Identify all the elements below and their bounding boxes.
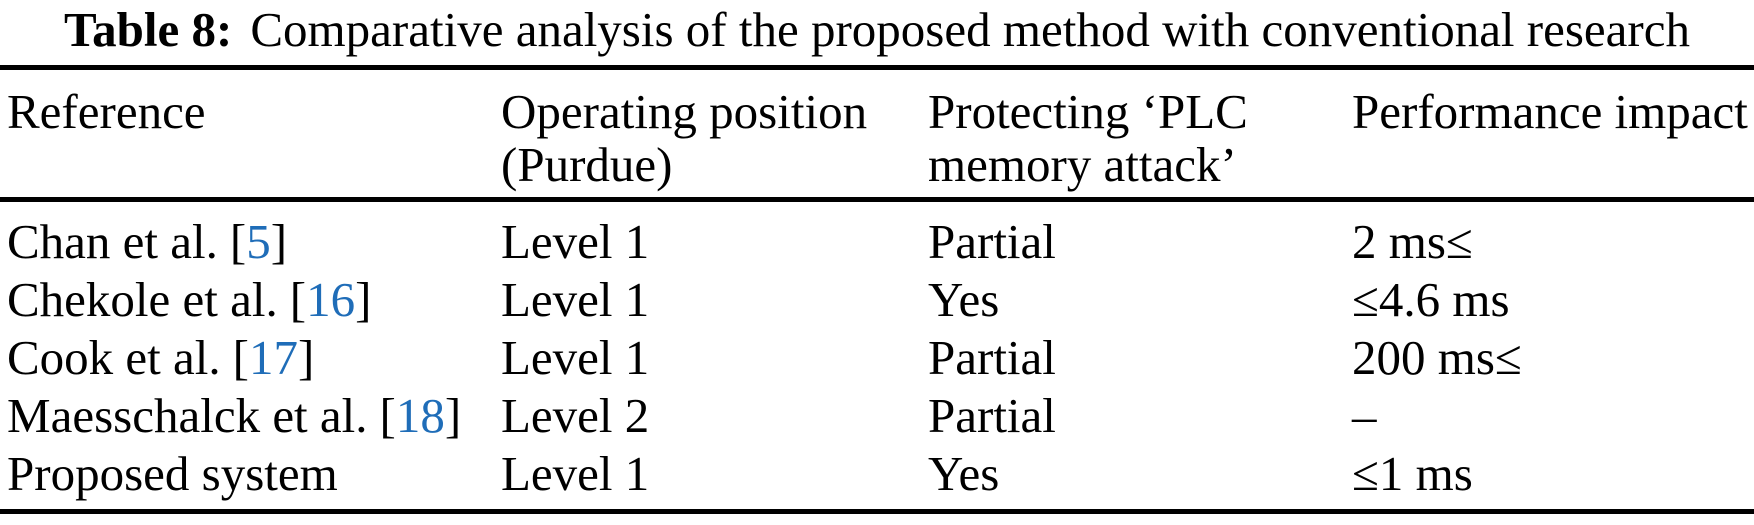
performance-cell: – (1352, 388, 1377, 443)
header-protecting: Protecting ‘PLC memory attack’ (928, 67, 1352, 202)
citation-link[interactable]: 18 (395, 388, 445, 443)
citation-bracket-open: [ (289, 272, 307, 327)
table-caption: Table 8: Comparative analysis of the prop… (0, 0, 1754, 65)
table-row: Chan et al.[5] Level 1 Partial 2 ms≤ (0, 200, 1754, 272)
reference-cell: Chan et al.[5] (0, 200, 501, 272)
header-operating-position: Operating position (Purdue) (501, 67, 928, 202)
table-row: Cook et al.[17] Level 1 Partial 200 ms≤ (0, 329, 1754, 387)
header-reference: Reference (0, 67, 501, 202)
reference-text: Chan et al. (7, 214, 218, 269)
performance-cell: ≤4.6 ms (1352, 272, 1510, 327)
protecting-cell: Yes (928, 446, 1000, 501)
protecting-cell: Yes (928, 272, 1000, 327)
operating-position-cell: Level 1 (501, 446, 650, 501)
operating-position-cell: Level 1 (501, 330, 650, 385)
table-caption-label: Table 8: (63, 2, 233, 57)
reference-text: Maesschalck et al. (7, 388, 368, 443)
table-body: Chan et al.[5] Level 1 Partial 2 ms≤ Che… (0, 200, 1754, 512)
performance-cell: 2 ms≤ (1352, 214, 1473, 269)
reference-cell: Proposed system (0, 445, 501, 512)
table-row: Proposed system Level 1 Yes ≤1 ms (0, 445, 1754, 512)
citation-bracket-open: [ (232, 330, 249, 385)
reference-cell: Maesschalck et al.[18] (0, 387, 501, 445)
reference-cell: Chekole et al.[16] (0, 271, 501, 329)
protecting-cell: Partial (928, 388, 1056, 443)
comparison-table: Reference Operating position (Purdue) Pr… (0, 65, 1754, 514)
header-operating-position-line2: (Purdue) (501, 137, 673, 192)
citation-bracket-open: [ (379, 388, 396, 443)
operating-position-cell: Level 1 (501, 214, 650, 269)
citation: [16] (290, 272, 372, 327)
citation-bracket-close: ] (298, 330, 315, 385)
citation-bracket-close: ] (270, 214, 288, 269)
citation: [17] (233, 330, 315, 385)
header-performance-impact: Performance impact (1352, 67, 1754, 202)
table-row: Maesschalck et al.[18] Level 2 Partial – (0, 387, 1754, 445)
operating-position-cell: Level 1 (501, 272, 650, 327)
header-protecting-line1: Protecting ‘PLC (928, 84, 1248, 139)
table-header: Reference Operating position (Purdue) Pr… (0, 67, 1754, 202)
protecting-cell: Partial (928, 330, 1056, 385)
reference-text: Chekole et al. (7, 272, 278, 327)
citation: [5] (230, 214, 287, 269)
header-operating-position-line1: Operating position (501, 84, 868, 139)
performance-cell: ≤1 ms (1352, 446, 1473, 501)
table-caption-text: Comparative analysis of the proposed met… (250, 2, 1690, 57)
operating-position-cell: Level 2 (501, 388, 650, 443)
citation-bracket-open: [ (229, 214, 247, 269)
table-row: Chekole et al.[16] Level 1 Yes ≤4.6 ms (0, 271, 1754, 329)
citation-bracket-close: ] (444, 388, 462, 443)
citation-bracket-close: ] (355, 272, 372, 327)
header-reference-line1: Reference (7, 84, 206, 139)
reference-text: Proposed system (7, 446, 338, 501)
header-protecting-line2: memory attack’ (928, 137, 1237, 192)
citation-link[interactable]: 17 (249, 330, 298, 385)
reference-text: Cook et al. (7, 330, 221, 385)
header-performance-impact-line1: Performance impact (1352, 84, 1748, 139)
performance-cell: 200 ms≤ (1352, 330, 1522, 385)
citation-link[interactable]: 16 (306, 272, 356, 327)
header-row: Reference Operating position (Purdue) Pr… (0, 67, 1754, 202)
citation: [18] (380, 388, 462, 443)
citation-link[interactable]: 5 (246, 214, 271, 269)
reference-cell: Cook et al.[17] (0, 329, 501, 387)
protecting-cell: Partial (928, 214, 1056, 269)
